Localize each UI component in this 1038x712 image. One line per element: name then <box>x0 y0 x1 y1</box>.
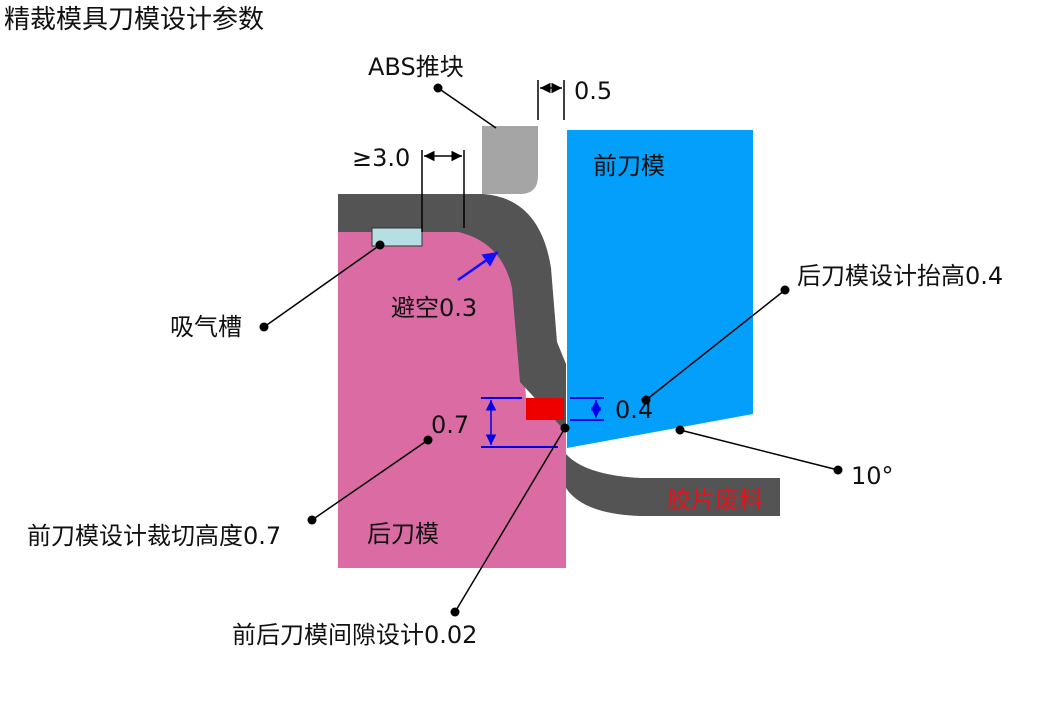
film-strip <box>338 194 780 516</box>
clearance-relief-label: 避空0.3 <box>391 294 477 322</box>
rear-die-label: 后刀模 <box>367 520 439 548</box>
front-die-lift-label: 后刀模设计抬高0.4 <box>797 262 1003 290</box>
abs-pusher <box>482 126 538 194</box>
cut-height-leader <box>311 439 429 521</box>
front-die <box>567 130 753 448</box>
gap-leader <box>454 427 566 613</box>
angle-leader <box>679 429 839 471</box>
angle-dot-left <box>675 425 685 435</box>
groove-leader <box>263 244 381 328</box>
abs-pusher-leader <box>437 87 497 129</box>
suction-groove-label: 吸气槽 <box>170 313 242 341</box>
suction-groove <box>371 227 423 247</box>
page-title: 精裁模具刀模设计参数 <box>4 5 264 35</box>
groove-dot-left <box>259 322 269 332</box>
lift-leader <box>645 289 786 401</box>
rear-die <box>338 232 566 568</box>
cut-height-dot-left <box>307 515 317 525</box>
abs-pusher-label: ABS推块 <box>368 53 464 81</box>
abs-pusher-dot <box>433 83 443 93</box>
gap-dot-top <box>560 423 570 433</box>
gap-dot-bottom <box>450 607 460 617</box>
scrap-label: 胶片废料 <box>667 486 763 514</box>
die-gap-label: 前后刀模间隙设计0.02 <box>232 621 477 649</box>
cut-height-label: 前刀模设计裁切高度0.7 <box>27 522 281 550</box>
angle-label: 10° <box>851 462 894 490</box>
cut-height-dot-right <box>423 435 433 445</box>
lift-dot-top <box>780 285 790 295</box>
lift-dot-bottom <box>641 395 651 405</box>
dim-cut-value: 0.7 <box>431 411 469 439</box>
dim-pusher-gap: 0.5 <box>574 77 612 105</box>
dim-min-width: ≥3.0 <box>352 144 410 172</box>
front-die-label: 前刀模 <box>593 152 665 180</box>
relief-arrow <box>457 250 499 282</box>
cut-block <box>526 398 564 420</box>
groove-dot-right <box>375 240 385 250</box>
angle-dot-right <box>833 465 843 475</box>
